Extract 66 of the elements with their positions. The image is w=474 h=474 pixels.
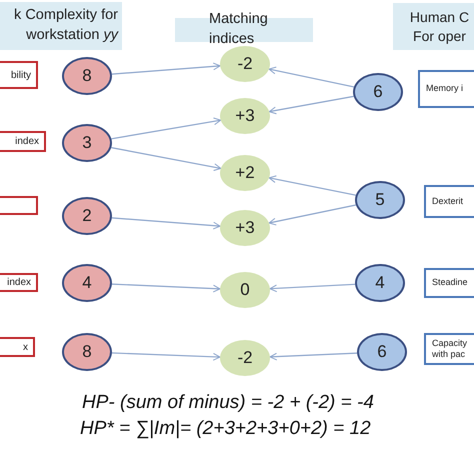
factor-box — [0, 131, 46, 152]
capability-ellipse — [355, 181, 405, 219]
factor-box — [0, 196, 38, 215]
score-value: 6 — [373, 82, 383, 102]
score-value: 3 — [82, 133, 92, 153]
formula: HP- (sum of minus) = -2 + (-2) = -4 — [82, 392, 374, 414]
score-value: 4 — [375, 273, 385, 293]
formula: HP* = ∑|Im|= (2+3+2+3+0+2) = 12 — [80, 418, 371, 440]
arrow — [268, 175, 356, 196]
score-value: 4 — [82, 273, 92, 293]
index-ellipse — [220, 46, 270, 82]
index-ellipse — [220, 98, 270, 134]
score-value: 5 — [375, 190, 385, 210]
factor-box — [0, 61, 38, 89]
score-value: 0 — [240, 280, 250, 300]
arrow — [112, 217, 221, 230]
index-ellipse — [220, 272, 270, 308]
index-ellipse — [220, 210, 270, 246]
factor-name: index — [7, 277, 31, 288]
factor-box — [424, 333, 474, 365]
score-value: +2 — [235, 163, 255, 183]
factor-box — [0, 273, 38, 292]
factor-box — [424, 185, 474, 218]
score-value: -2 — [237, 54, 253, 74]
arrow — [111, 147, 222, 171]
complexity-ellipse — [62, 197, 112, 235]
score-value: -2 — [237, 348, 253, 368]
factor-name: x — [23, 342, 28, 352]
index-ellipse — [220, 155, 270, 191]
arrow — [269, 352, 358, 360]
factor-name: Capacity with pac — [432, 338, 468, 360]
arrow — [111, 117, 222, 140]
factor-box — [424, 268, 474, 298]
arrow — [268, 204, 356, 226]
arrow — [112, 62, 221, 75]
factor-name: index — [15, 136, 39, 147]
factor-name: Memory i — [426, 83, 464, 95]
factor-name: Dexterit — [432, 196, 464, 208]
header-panel — [0, 2, 122, 50]
complexity-ellipse — [62, 264, 112, 302]
score-value: 8 — [82, 342, 92, 362]
index-ellipse — [220, 340, 270, 376]
score-value: +3 — [235, 106, 255, 126]
factor-box — [418, 70, 474, 108]
factor-name: Steadine — [432, 277, 468, 289]
score-value: 6 — [377, 342, 387, 362]
capability-ellipse — [355, 264, 405, 302]
complexity-ellipse — [62, 124, 112, 162]
score-value: +3 — [235, 218, 255, 238]
complexity-ellipse — [62, 57, 112, 95]
column-heading: Human C For oper — [408, 8, 470, 46]
arrow — [112, 352, 221, 361]
factor-name: bility — [10, 70, 31, 80]
score-value: 2 — [82, 206, 92, 226]
score-value: 8 — [82, 66, 92, 86]
column-heading: Matching indices — [209, 10, 269, 49]
complexity-ellipse — [62, 333, 112, 371]
arrow — [269, 284, 356, 292]
arrow — [112, 284, 221, 292]
column-heading: k Complexity for workstation yy — [13, 6, 118, 45]
arrow — [268, 66, 354, 88]
header-panel — [393, 3, 474, 50]
factor-box — [0, 337, 35, 357]
capability-ellipse — [357, 333, 407, 371]
capability-ellipse — [353, 73, 403, 111]
arrow — [268, 96, 354, 114]
